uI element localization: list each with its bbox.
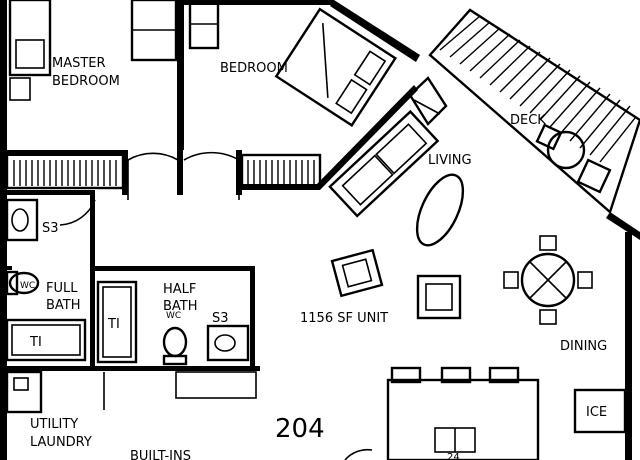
- armchair-right: [416, 274, 462, 320]
- half-bath-s3-label: S3: [212, 311, 229, 326]
- kitchen-island: [386, 366, 540, 460]
- full-bath-vanity: [5, 198, 39, 242]
- full-bath-label-1: FULL: [46, 281, 78, 296]
- ice-machine: [573, 388, 627, 434]
- full-bath-wc-label: WC: [20, 281, 35, 291]
- utility-label-1: UTILITY: [30, 417, 78, 432]
- living-label: LIVING: [428, 153, 472, 168]
- bedroom-dresser: [188, 0, 220, 50]
- bedroom-closet: [240, 153, 322, 189]
- half-bath-vanity: [206, 324, 250, 362]
- full-bath-toilet: [5, 270, 40, 296]
- unit-area-label: 1156 SF UNIT: [300, 311, 388, 326]
- master-bed: [8, 0, 52, 101]
- dining-table: [503, 235, 593, 325]
- counter-dimension: 24: [447, 452, 460, 460]
- living-sofa: [328, 109, 440, 218]
- washer-dryer: [5, 370, 43, 414]
- half-bath-label-2: BATH: [163, 299, 198, 314]
- coffee-table: [415, 173, 465, 247]
- shower-label: TI: [107, 317, 120, 332]
- ice-label: ICE: [586, 405, 607, 420]
- unit-number: 204: [275, 414, 325, 444]
- deck-label: DECK: [510, 113, 546, 128]
- half-bath-toilet: [162, 326, 188, 366]
- tub-label: TI: [29, 335, 42, 350]
- armchair-left: [330, 248, 384, 298]
- master-bedroom-label-2: BEDROOM: [52, 74, 120, 89]
- full-bath-s3-label: S3: [42, 221, 59, 236]
- master-closet: [5, 150, 125, 190]
- door-swings: [59, 151, 240, 226]
- sliding-door: [408, 76, 448, 126]
- master-bedroom-label-1: MASTER: [52, 56, 106, 71]
- utility-label-2: LAUNDRY: [30, 435, 92, 450]
- half-bath-wc-label: WC: [166, 311, 181, 321]
- bedroom-label: BEDROOM: [220, 61, 288, 76]
- deck: [428, 8, 640, 215]
- shower-stall: [96, 280, 138, 364]
- master-dresser: [130, 0, 178, 62]
- utility-counter: [103, 371, 257, 410]
- half-bath-label-1: HALF: [163, 282, 196, 297]
- dining-label: DINING: [560, 339, 607, 354]
- full-bath-label-2: BATH: [46, 298, 81, 313]
- bedroom-bed: [274, 7, 397, 127]
- entry-door-arc: [344, 448, 373, 460]
- bathtub: [5, 318, 87, 362]
- built-ins-label: BUILT-INS: [130, 449, 191, 460]
